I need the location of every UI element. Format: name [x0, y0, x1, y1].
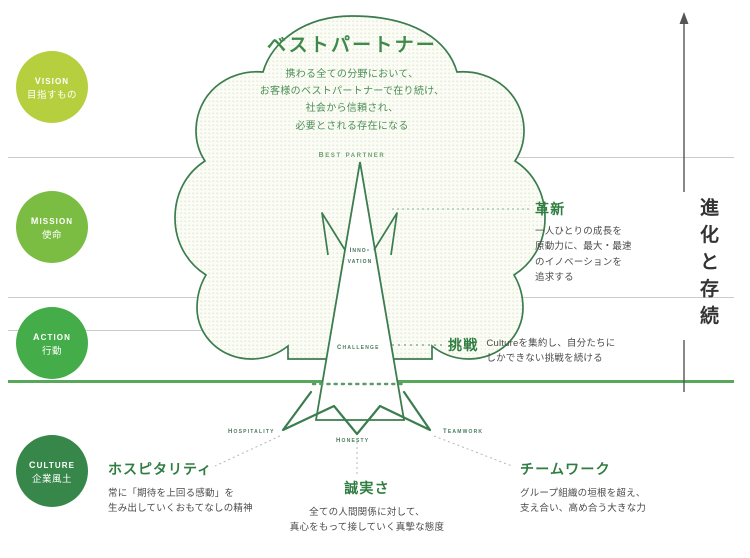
- challenge-line-2: しかできない挑戦を続ける: [486, 353, 603, 365]
- innovation-line-4: 追求する: [535, 272, 574, 284]
- category-mission-en: Mission: [30, 212, 74, 228]
- teamwork-body: グループ組織の垣根を超え、 支え合い、高め合う大きな力: [520, 486, 705, 517]
- category-action-jp: 行動: [41, 345, 62, 357]
- category-mission-jp: 使命: [41, 229, 62, 241]
- challenge-title: 挑戦: [448, 337, 479, 353]
- challenge-body: Cultureを集約し、自分たちに しかできない挑戦を続ける: [486, 334, 615, 367]
- teamwork-line-2: 支え合い、高め合う大きな力: [520, 503, 647, 515]
- category-circle-vision[interactable]: Vision 目指すもの: [16, 51, 88, 123]
- annotation-innovation: 革新 一人ひとりの成長を 原動力に、最大・最速 のイノベーションを 追求する: [535, 199, 660, 286]
- honesty-title: 誠実さ: [344, 480, 390, 496]
- best-partner-caption: Best Partner: [318, 148, 386, 160]
- vision-line-3: 社会から信頼され、: [305, 103, 399, 115]
- category-culture-en: Culture: [28, 456, 76, 472]
- trunk-label-line-1: Inno-: [349, 244, 371, 254]
- vision-statement-body: 携わる全ての分野において、 お客様のベストパートナーで在り続け、 社会から信頼さ…: [218, 66, 486, 135]
- vision-line-1: 携わる全ての分野において、: [285, 69, 419, 80]
- axis-char-5: 続: [699, 305, 720, 327]
- axis-char-2: 化: [699, 224, 720, 246]
- trunk-label-line-2: vation: [347, 256, 373, 266]
- annotation-hospitality: ホスピタリティ 常に「期待を上回る感動」を 生み出していくおもてなしの精神: [108, 459, 308, 517]
- teamwork-line-1: グループ組織の垣根を超え、: [520, 488, 646, 499]
- category-circle-culture[interactable]: Culture 企業風土: [16, 435, 88, 507]
- innovation-line-2: 原動力に、最大・最速: [535, 241, 632, 253]
- innovation-body: 一人ひとりの成長を 原動力に、最大・最速 のイノベーションを 追求する: [535, 224, 660, 286]
- tree-roots: [281, 390, 432, 436]
- category-circle-mission[interactable]: Mission 使命: [16, 191, 88, 263]
- leader-teamwork: [433, 435, 513, 467]
- innovation-line-3: のイノベーションを: [535, 256, 623, 268]
- axis-char-4: 存: [699, 278, 720, 300]
- hospitality-title: ホスピタリティ: [108, 461, 213, 477]
- vision-line-4: 必要とされる存在になる: [295, 120, 409, 132]
- trunk-label-innovation: Inno- vation: [325, 243, 395, 267]
- axis-char-3: と: [699, 251, 720, 273]
- divider-action-culture-light: [8, 330, 328, 331]
- node-label-teamwork: Teamwork: [443, 425, 484, 435]
- axis-char-1: 進: [699, 198, 720, 219]
- node-label-honesty: Honesty: [336, 434, 370, 444]
- category-action-en: Action: [33, 328, 71, 344]
- challenge-line-1: Cultureを集約し、自分たちに: [486, 338, 616, 349]
- annotation-teamwork: チームワーク グループ組織の垣根を超え、 支え合い、高め合う大きな力: [520, 459, 705, 517]
- category-vision-jp: 目指すもの: [26, 89, 77, 101]
- category-culture-jp: 企業風土: [31, 473, 72, 485]
- annotation-honesty: 誠実さ 全ての人間関係に対して、 真心をもって接していく真摯な態度: [262, 478, 472, 536]
- category-vision-en: Vision: [34, 72, 70, 88]
- node-label-challenge: Challenge: [337, 341, 380, 351]
- innovation-title: 革新: [535, 201, 566, 217]
- teamwork-title: チームワーク: [520, 461, 611, 477]
- category-circle-action[interactable]: Action 行動: [16, 307, 88, 379]
- vision-line-2: お客様のベストパートナーで在り続け、: [259, 86, 445, 98]
- axis-arrowhead-icon: [679, 12, 689, 24]
- innovation-line-1: 一人ひとりの成長を: [535, 226, 623, 237]
- honesty-line-2: 真心をもって接していく真摯な態度: [289, 522, 445, 534]
- vision-statement-title: ベストパートナー: [267, 35, 437, 56]
- hospitality-body: 常に「期待を上回る感動」を 生み出していくおもてなしの精神: [108, 486, 308, 517]
- hospitality-line-2: 生み出していくおもてなしの精神: [108, 503, 253, 515]
- annotation-challenge: 挑戦 Cultureを集約し、自分たちに しかできない挑戦を続ける: [448, 334, 658, 367]
- node-label-hospitality: Hospitality: [228, 425, 275, 435]
- hospitality-line-1: 常に「期待を上回る感動」を: [108, 488, 235, 499]
- honesty-body: 全ての人間関係に対して、 真心をもって接していく真摯な態度: [262, 505, 472, 536]
- canopy-text-block: ベストパートナー 携わる全ての分野において、 お客様のベストパートナーで在り続け…: [218, 30, 486, 160]
- divider-mission-action: [8, 297, 734, 298]
- honesty-line-1: 全ての人間関係に対して、: [309, 507, 425, 518]
- divider-ground-line: [8, 380, 734, 383]
- axis-label-evolution-continuity: 進 化 と 存 続: [693, 196, 727, 331]
